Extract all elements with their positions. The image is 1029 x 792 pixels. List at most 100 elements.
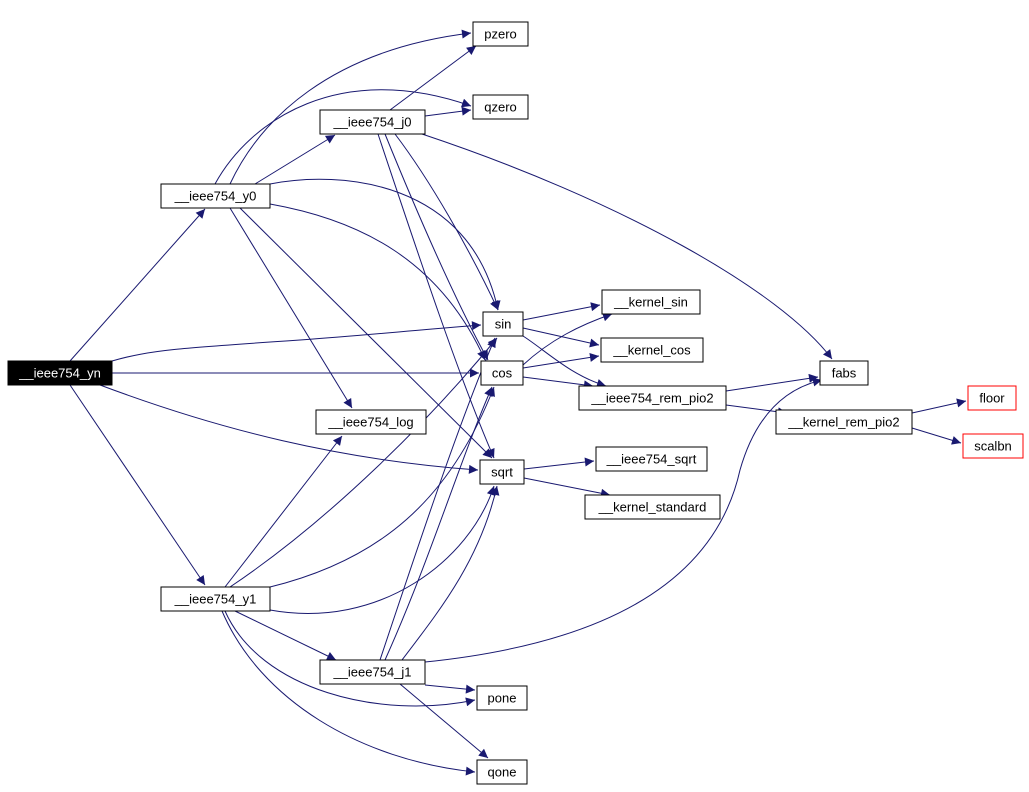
node-label: __ieee754_y1: [174, 592, 257, 607]
edge-y0-to-j0: [254, 134, 336, 185]
node-label: __ieee754_y0: [174, 189, 257, 204]
node-box: [160, 586, 271, 612]
node-label: pzero: [484, 27, 517, 42]
edge-y0-to-pzero: [229, 29, 472, 185]
node-box: [479, 459, 525, 485]
node-label: __kernel_cos: [612, 343, 691, 358]
node-box: [482, 311, 524, 337]
edge-y0-to-sin: [269, 178, 501, 311]
node-label: __ieee754_sqrt: [606, 452, 697, 467]
edge-yn-to-y1: [69, 384, 206, 586]
edge-j0-to-qzero: [424, 106, 472, 117]
edges-layer: [69, 29, 967, 776]
node-box: [472, 94, 529, 120]
edge-yn-to-sin: [111, 321, 482, 362]
edge-j0-to-sqrt: [377, 133, 495, 459]
node-sin[interactable]: sin: [482, 311, 524, 337]
node-label: __ieee754_j0: [332, 115, 411, 130]
edge-rempio2-to-fabs: [725, 373, 819, 392]
node-label: __ieee754_rem_pio2: [590, 391, 713, 406]
edge-y0-to-log: [229, 207, 353, 409]
edge-j1-to-sqrt: [401, 485, 500, 661]
node-label: __kernel_rem_pio2: [787, 415, 899, 430]
edge-cos-to-kcos: [522, 352, 600, 369]
edge-y0-to-qzero: [214, 89, 472, 185]
node-box: [819, 360, 869, 386]
node-kremp[interactable]: __kernel_rem_pio2: [775, 409, 913, 435]
node-label: sqrt: [491, 465, 513, 480]
node-sqrt[interactable]: sqrt: [479, 459, 525, 485]
node-box: [7, 360, 113, 386]
node-label: __ieee754_yn: [18, 366, 101, 381]
node-box: [578, 385, 727, 411]
edge-sqrt-to-isqrt: [523, 457, 595, 470]
node-j1[interactable]: __ieee754_j1: [319, 659, 426, 685]
edge-y1-to-j1: [234, 610, 337, 661]
node-ksin[interactable]: __kernel_sin: [601, 289, 701, 315]
node-label: __ieee754_j1: [332, 665, 411, 680]
node-box: [967, 385, 1017, 411]
node-box: [601, 289, 701, 315]
node-label: fabs: [832, 366, 857, 381]
node-fabs[interactable]: fabs: [819, 360, 869, 386]
node-y1[interactable]: __ieee754_y1: [160, 586, 271, 612]
node-label: __kernel_sin: [613, 295, 688, 310]
node-box: [476, 685, 528, 711]
node-kcos[interactable]: __kernel_cos: [600, 337, 704, 363]
node-box: [584, 494, 721, 520]
node-box: [472, 21, 529, 47]
edge-y1-to-sin: [229, 337, 498, 588]
node-yn[interactable]: __ieee754_yn: [7, 360, 113, 386]
node-rempio2[interactable]: __ieee754_rem_pio2: [578, 385, 727, 411]
edge-cos-to-ksin: [522, 312, 613, 366]
node-qone[interactable]: qone: [476, 759, 528, 785]
node-j0[interactable]: __ieee754_j0: [319, 109, 426, 135]
node-pzero[interactable]: pzero: [472, 21, 529, 47]
node-box: [775, 409, 913, 435]
node-pone[interactable]: pone: [476, 685, 528, 711]
node-y0[interactable]: __ieee754_y0: [160, 183, 271, 209]
edge-j1-to-cos: [384, 386, 493, 661]
node-box: [600, 337, 704, 363]
nodes-layer: __ieee754_yn __ieee754_y0 __ieee754_y1 __ie…: [7, 21, 1024, 785]
node-box: [480, 360, 524, 386]
node-label: sin: [495, 317, 512, 332]
edge-kremp-to-scalbn: [911, 427, 962, 445]
node-box: [315, 409, 427, 435]
node-qzero[interactable]: qzero: [472, 94, 529, 120]
edge-kremp-to-floor: [911, 398, 967, 414]
edge-y1-to-pone: [224, 610, 476, 707]
node-label: __kernel_standard: [598, 500, 707, 515]
edge-yn-to-y0: [69, 208, 206, 362]
node-box: [319, 659, 426, 685]
node-log[interactable]: __ieee754_log: [315, 409, 427, 435]
edge-j0-to-cos: [384, 133, 489, 361]
node-box: [595, 446, 708, 472]
node-label: qzero: [484, 100, 517, 115]
node-label: cos: [492, 366, 513, 381]
node-isqrt[interactable]: __ieee754_sqrt: [595, 446, 708, 472]
edge-cos-to-rempio2: [522, 376, 594, 390]
node-label: qone: [488, 765, 517, 780]
node-floor[interactable]: floor: [967, 385, 1017, 411]
edge-j0-to-pzero: [389, 45, 477, 111]
node-label: floor: [979, 391, 1005, 406]
edge-sin-to-ksin: [522, 302, 601, 321]
edge-y1-to-qone: [221, 610, 476, 776]
node-box: [319, 109, 426, 135]
node-box: [476, 759, 528, 785]
edge-j0-to-fabs: [421, 133, 833, 360]
node-box: [962, 433, 1024, 459]
node-box: [160, 183, 271, 209]
node-label: pone: [488, 691, 517, 706]
node-label: scalbn: [974, 439, 1012, 454]
edge-j1-to-qone: [399, 683, 489, 759]
node-label: __ieee754_log: [327, 415, 413, 430]
edge-yn-to-sqrt: [99, 384, 479, 474]
node-scalbn[interactable]: scalbn: [962, 433, 1024, 459]
node-cos[interactable]: cos: [480, 360, 524, 386]
edge-y0-to-sqrt: [239, 207, 493, 459]
node-kstd[interactable]: __kernel_standard: [584, 494, 721, 520]
edge-j1-to-pone: [424, 684, 476, 694]
